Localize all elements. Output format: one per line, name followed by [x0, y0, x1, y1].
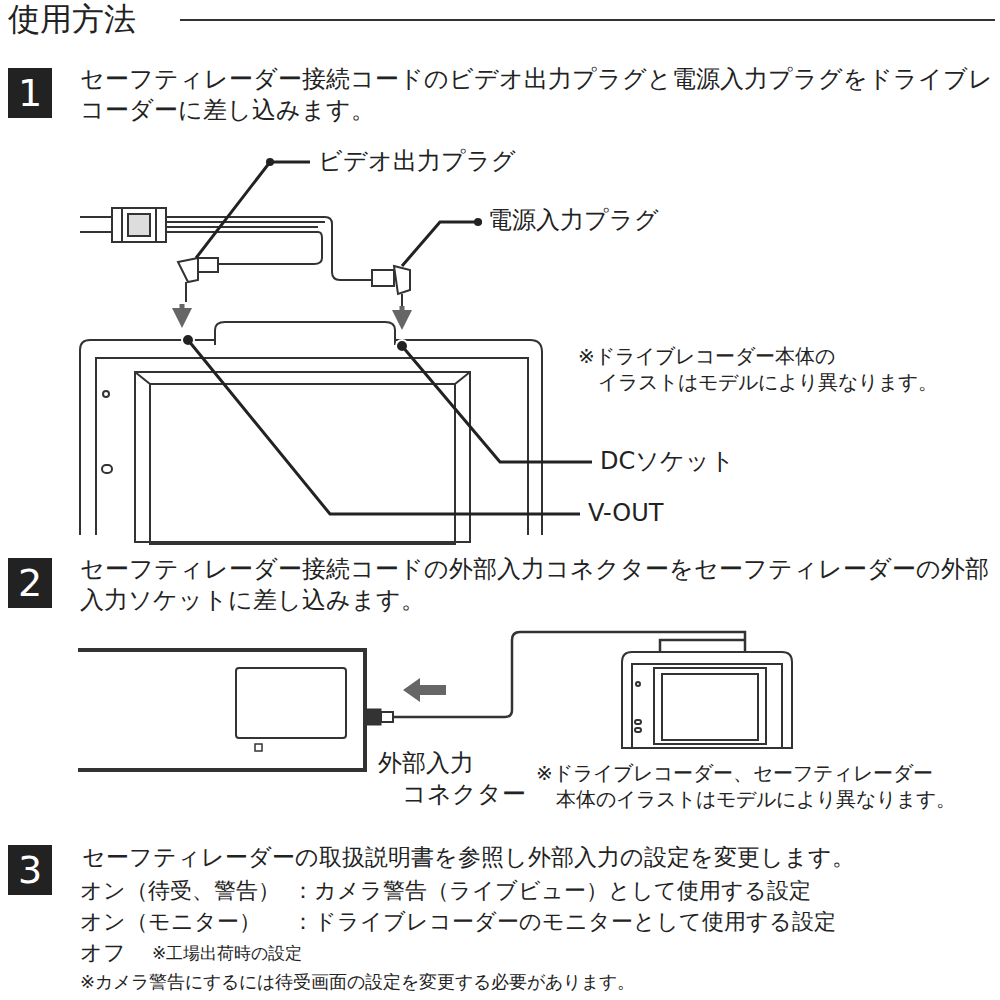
step-number: 2: [8, 558, 52, 608]
setting-desc: ：カメラ警告（ライブビュー）として使用する設定: [292, 877, 811, 906]
step-text: セーフティレーダー接続コードの外部入力コネクターをセーフティレーダーの外部入力ソ…: [80, 554, 995, 616]
part-label: V-OUT: [588, 498, 663, 529]
step-text: セーフティレーダーの取扱説明書を参照し外部入力の設定を変更します。: [82, 843, 855, 873]
plug: [178, 258, 410, 306]
part-label: ビデオ出力プラグ: [318, 146, 516, 177]
drive-recorder: [80, 322, 542, 544]
setting-name: オフ: [80, 939, 126, 968]
note: ※ドライブレコーダー、セーフティレーダー 本体のイラストはモデルにより異なります…: [536, 760, 996, 812]
setting-name: オン（待受、警告）: [80, 877, 280, 906]
part-label: 電源入力プラグ: [488, 205, 659, 236]
insert-arrow: [403, 678, 446, 702]
step-number: 1: [8, 68, 52, 118]
note: ※ドライブレコーダー本体の イラストはモデルにより異なります。: [578, 343, 978, 395]
step-text: セーフティレーダー接続コードのビデオ出力プラグと電源入力プラグをドライブレコーダ…: [80, 64, 995, 126]
note: ※カメラ警告にするには待受画面の設定を変更する必要があります。: [80, 970, 635, 993]
insert-arrow: [182, 304, 402, 320]
setting-desc: ：ドライブレコーダーのモニターとして使用する設定: [292, 908, 836, 937]
connection-cord: [80, 208, 378, 280]
leader-dot: [182, 158, 482, 352]
section-title: 使用方法: [8, 0, 136, 38]
setting-name: オン（モニター）: [80, 908, 261, 937]
title-rule: [180, 19, 995, 21]
drive-recorder-small: [622, 652, 792, 748]
step-number-text: 3: [18, 848, 42, 892]
step-number-text: 1: [18, 71, 42, 115]
part-label: 外部入力 コネクター: [378, 748, 552, 810]
note: ※工場出荷時の設定: [152, 942, 302, 964]
step-number-text: 2: [18, 561, 42, 605]
step-number: 3: [8, 845, 52, 895]
part-label: DCソケット: [600, 446, 735, 477]
